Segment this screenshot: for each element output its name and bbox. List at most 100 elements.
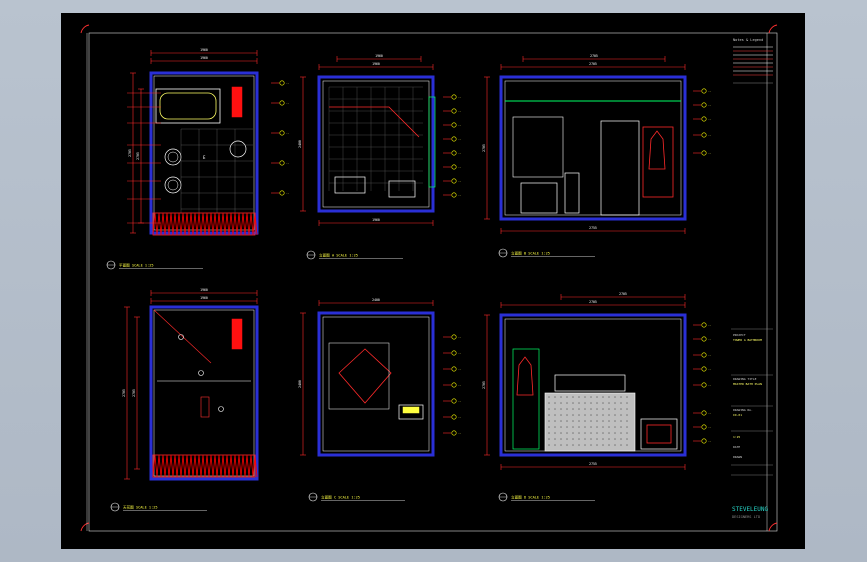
tb-project-value: TOWER A BATHROOM <box>733 338 762 342</box>
elevC-shelf <box>398 404 424 420</box>
elevD-tag: -- <box>708 383 712 387</box>
elevB-tub <box>520 182 558 214</box>
elevD-tile-dot <box>602 402 604 404</box>
elevD-tile-dot <box>626 396 628 398</box>
elevA-tag: -- <box>458 165 462 169</box>
elevD-tile-dot <box>620 444 622 446</box>
elevA-walls <box>317 75 435 213</box>
elevD-tile-dot <box>620 408 622 410</box>
corner-mark <box>768 522 778 532</box>
elevD-tile-dot <box>608 438 610 440</box>
elevD-tile-dot <box>554 432 556 434</box>
elevC-top-dim-label: 2400 <box>372 298 380 302</box>
elevD-tile-dot <box>602 396 604 398</box>
ceil-vent <box>200 396 210 418</box>
basin-1-inner <box>167 151 179 163</box>
elevA-bubble <box>451 164 457 170</box>
plan1-bubble <box>279 80 285 86</box>
elevD-tile-dot <box>614 444 616 446</box>
elevD-tile-dot <box>572 444 574 446</box>
elevD-tile-dot <box>614 426 616 428</box>
elevA-vanity <box>334 176 366 194</box>
ceil-hatch <box>232 454 238 478</box>
title-block-heading: Notes & Legend <box>733 38 763 42</box>
plan1-hatch <box>184 212 190 236</box>
ceil-hatch <box>184 454 190 478</box>
elevD-tag: -- <box>708 367 712 371</box>
elevB-cabinet <box>642 126 674 198</box>
sheet-border <box>88 32 778 532</box>
elevD-tile-dot <box>590 420 592 422</box>
elevD-tile-wall <box>544 392 636 452</box>
elevD-tile-dot <box>626 414 628 416</box>
elevD-tile-dot <box>626 444 628 446</box>
elevB-bubble <box>701 150 707 156</box>
plan1-tag: -- <box>286 161 290 165</box>
elevC-bubble <box>451 382 457 388</box>
elevD-tile-dot <box>554 414 556 416</box>
elevD-tile-dot <box>590 408 592 410</box>
elevD-tile-dot <box>584 438 586 440</box>
plan1-hatch <box>244 212 250 236</box>
elevD-tile-dot <box>608 420 610 422</box>
elevB-robe <box>648 130 666 170</box>
elevD-tile-dot <box>560 396 562 398</box>
tb-date: DATE <box>733 445 740 449</box>
plan1-hatch <box>208 212 214 236</box>
elevD-cabinet <box>512 348 540 450</box>
elevD-tile-dot <box>584 408 586 410</box>
elevD-mirror-cabinet <box>554 374 626 392</box>
elevD-tile-dot <box>596 402 598 404</box>
ceil-hatch <box>212 454 218 478</box>
elevD-tile-dot <box>614 402 616 404</box>
ceil-hatch <box>228 454 234 478</box>
elevD-tile-dot <box>566 438 568 440</box>
basin-2-inner <box>167 179 179 191</box>
elevD-bubble <box>701 382 707 388</box>
elevC-inner <box>322 316 430 452</box>
elevD-tile-dot <box>584 402 586 404</box>
tb-drawn: DRAWN <box>733 455 742 459</box>
elevD-bubble <box>701 352 707 358</box>
elevD-tile-dot <box>578 438 580 440</box>
plan1-hatch <box>248 212 254 236</box>
elevB-top-dim-label: 2705 <box>589 62 597 66</box>
ceil-light-1 <box>178 334 184 340</box>
elevD-tile-dot <box>560 444 562 446</box>
elevB-walls <box>499 75 687 221</box>
elevA-caption: 立面图 A SCALE 1:25 <box>319 253 358 258</box>
elevD-tile-dot <box>566 414 568 416</box>
elevD-tile-dot <box>548 414 550 416</box>
elevD-tile-dot <box>566 402 568 404</box>
elevA-tag: -- <box>458 109 462 113</box>
elevD-tile-dot <box>620 432 622 434</box>
elevD-tile-dot <box>578 426 580 428</box>
elevD-tile-dot <box>560 408 562 410</box>
elevD-tile-dot <box>590 438 592 440</box>
elevA-tag: -- <box>458 151 462 155</box>
elevC-walls <box>317 311 435 457</box>
elevD-tile-dot <box>590 444 592 446</box>
plan1-hatch <box>188 212 194 236</box>
elevC-tag: -- <box>458 351 462 355</box>
elevA-bubble <box>451 178 457 184</box>
elevD-tile-dot <box>590 414 592 416</box>
elevD-tile-dot <box>572 426 574 428</box>
plan1-bubble <box>279 160 285 166</box>
elevD-tile-dot <box>590 432 592 434</box>
ceil-hatch <box>152 454 158 478</box>
plan1-hatch <box>160 212 166 236</box>
ceil-hatch <box>168 454 174 478</box>
elevD-tub <box>640 418 678 450</box>
elevC-tag: -- <box>458 383 462 387</box>
elevD-tile-dot <box>566 432 568 434</box>
elevD-tile-dot <box>578 414 580 416</box>
elevB-bubble <box>701 116 707 122</box>
elevD-tile-dot <box>548 432 550 434</box>
elevC-shelf-fill <box>402 406 420 414</box>
elevD-tile-dot <box>602 432 604 434</box>
elevA-tag: -- <box>458 193 462 197</box>
elevC-tag: -- <box>458 415 462 419</box>
